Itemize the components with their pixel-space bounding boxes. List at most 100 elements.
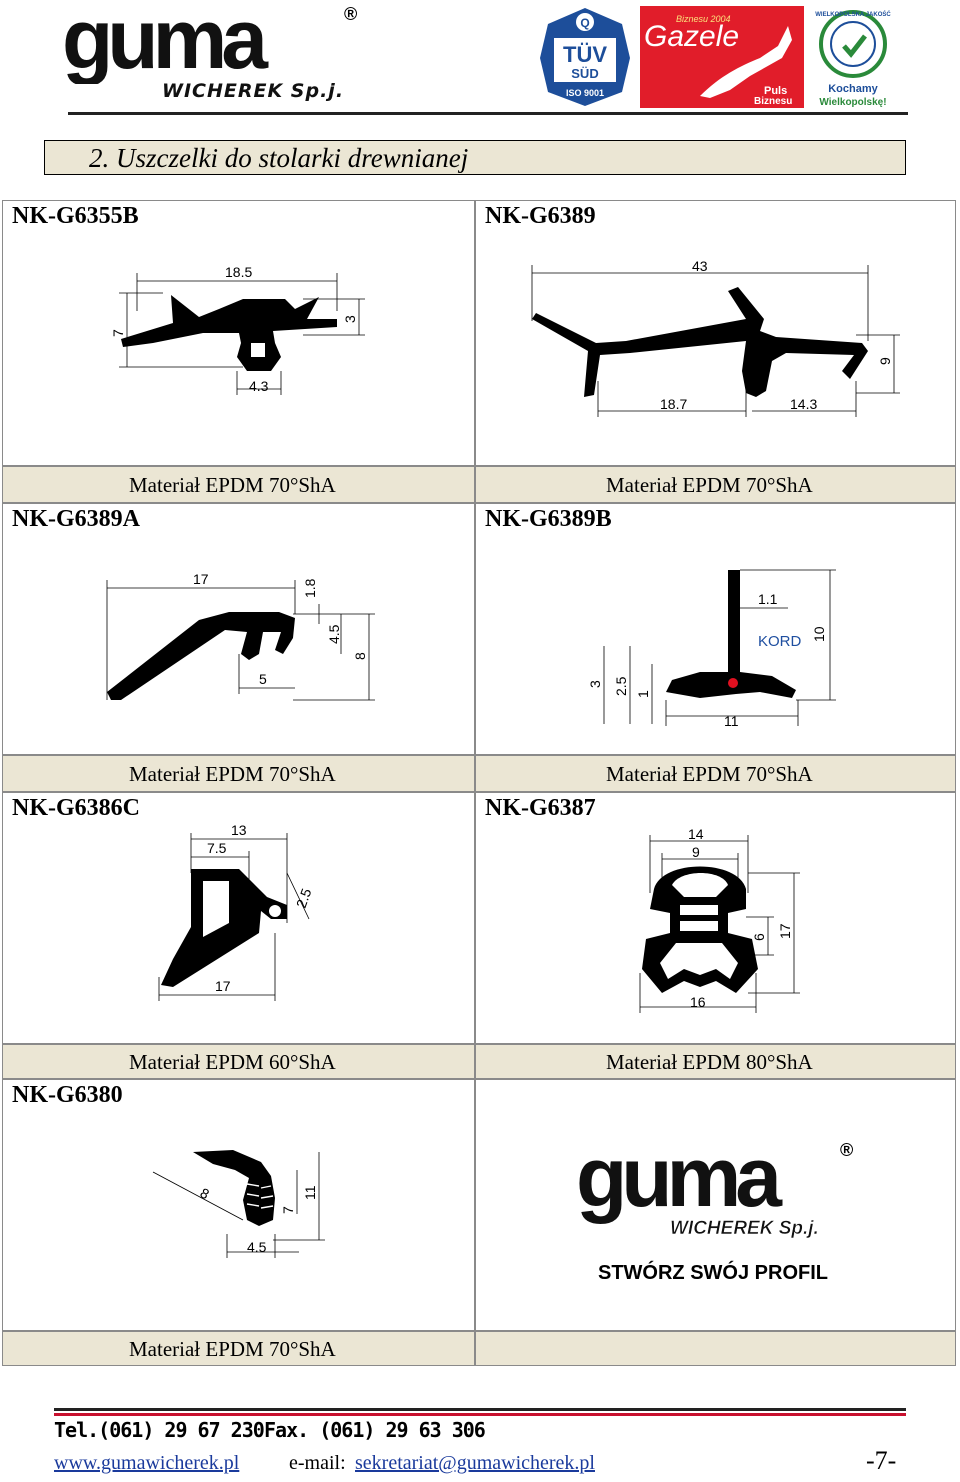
profile-drawing-g6389a: 17 1.8 4.5 8 5 (106, 571, 375, 701)
material-text: Materiał EPDM 80°ShA (606, 1050, 813, 1074)
product-cell-g6389b: NK-G6389B 1.1 KORD 10 3 2.5 1 11 (475, 503, 956, 755)
dim-label: 14.3 (790, 396, 817, 412)
logo-subtitle: WICHEREK Sp.j. (162, 80, 345, 102)
wlkp-ring-text: WIELKOPOLSKA JAKOŚĆ (815, 10, 891, 18)
dim-label: 17 (777, 923, 793, 939)
product-cell-g6389a: NK-G6389A 17 1.8 4.5 8 5 (2, 503, 475, 755)
profile-drawing-g6389: 43 18.7 14.3 9 (531, 258, 900, 417)
dim-label: 7 (110, 329, 126, 337)
product-code: NK-G6389B (485, 506, 612, 532)
section-title: 2. Uszczelki do stolarki drewnianej (89, 143, 469, 173)
material-bar: Materiał EPDM 80°ShA (475, 1044, 956, 1079)
website-link[interactable]: www.gumawicherek.pl (54, 1452, 240, 1474)
product-code: NK-G6386C (12, 795, 140, 821)
profile-shape (532, 287, 868, 397)
wlkp-line1: Kochamy (828, 83, 878, 95)
section-title-bar: 2. Uszczelki do stolarki drewnianej (44, 140, 906, 175)
profile-drawing-g6389b: 1.1 KORD 10 3 2.5 1 11 (587, 569, 836, 729)
gazele-year: Biznesu 2004 (676, 14, 731, 24)
product-cell-g6355b: NK-G6355B 18.5 7 3 4.3 (2, 200, 475, 466)
promo-slogan: STWÓRZ SWÓJ PROFIL (598, 1262, 828, 1284)
promo-logo: guma ® WICHEREK Sp.j. (576, 1130, 853, 1239)
dim-label: 4.5 (247, 1239, 267, 1255)
material-bar: Materiał EPDM 70°ShA (2, 466, 475, 503)
material-bar: Materiał EPDM 60°ShA (2, 1044, 475, 1079)
email-link[interactable]: sekretariat@gumawicherek.pl (355, 1452, 595, 1474)
dim-label: 4.5 (326, 624, 342, 644)
tuv-cert: ISO 9001 (566, 88, 604, 98)
material-text: Materiał EPDM 60°ShA (129, 1050, 336, 1074)
dim-label: 16 (690, 994, 706, 1010)
registered-mark: ® (344, 4, 358, 24)
kord-core-icon (728, 678, 738, 688)
profile-shape (107, 612, 295, 700)
dim-label: 18.5 (225, 264, 252, 280)
footer-divider-accent (54, 1413, 906, 1416)
dim-label: 4.3 (249, 378, 269, 394)
dim-label: 18.7 (660, 396, 687, 412)
page-header: guma ® WICHEREK Sp.j. Q TÜV SÜD ISO 9001… (0, 0, 960, 118)
dim-label: 17 (215, 978, 231, 994)
dim-label: 13 (231, 822, 247, 838)
material-text: Materiał EPDM 70°ShA (606, 762, 813, 786)
profile-drawing-g6355b: 18.5 7 3 4.3 (110, 264, 365, 395)
tuv-brand: TÜV (563, 42, 607, 67)
dim-label: 8 (198, 1185, 213, 1203)
email-label: e-mail: (289, 1452, 346, 1474)
profile-shape (193, 1150, 275, 1226)
product-code: NK-G6389 (485, 203, 596, 229)
profile-shape (666, 570, 796, 698)
profile-drawing-g6387: 14 9 6 17 16 (639, 826, 800, 1013)
page-number: -7- (866, 1446, 897, 1475)
dim-label: 6 (751, 933, 767, 941)
dim-label: 1.1 (758, 591, 778, 607)
footer-fax: Fax. (061) 29 63 306 (264, 1418, 486, 1442)
wlkp-line2: Wielkopolskę! (819, 97, 886, 108)
profile-shape (161, 869, 287, 987)
material-bar: Materiał EPDM 70°ShA (2, 755, 475, 792)
dim-label: 1 (635, 690, 651, 698)
product-cell-g6387: NK-G6387 14 9 6 17 16 (475, 792, 956, 1044)
dim-label: 7.5 (207, 840, 227, 856)
profile-drawing-g6380: 8 7 11 4.5 (152, 1150, 325, 1258)
material-text: Materiał EPDM 70°ShA (129, 762, 336, 786)
material-text: Materiał EPDM 70°ShA (606, 473, 813, 497)
dim-label: 11 (302, 1185, 318, 1200)
registered-mark: ® (840, 1140, 853, 1160)
dim-label: 7 (280, 1206, 296, 1214)
dim-label: 17 (193, 571, 209, 587)
material-bar-empty (475, 1331, 956, 1366)
tuv-sub: SÜD (571, 66, 598, 81)
material-text: Materiał EPDM 70°ShA (129, 1337, 336, 1361)
profile-drawing-g6386c: 13 7.5 2.5 17 (158, 822, 315, 1001)
product-code: NK-G6380 (12, 1082, 123, 1108)
gazele-puls: Puls (764, 85, 787, 97)
promo-wordmark: guma (576, 1130, 783, 1224)
dim-label: 2.5 (613, 676, 629, 696)
gazele-title: Gazele (644, 20, 739, 53)
product-cell-g6386c: NK-G6386C 13 7.5 2.5 17 (2, 792, 475, 1044)
guma-logo: guma ® WICHEREK Sp.j. (62, 0, 362, 108)
gazelle-icon (700, 26, 792, 98)
profile-shape (121, 295, 337, 371)
dim-label: 10 (811, 626, 827, 642)
material-bar: Materiał EPDM 70°ShA (475, 755, 956, 792)
dim-label: 9 (692, 844, 700, 860)
product-cell-g6389: NK-G6389 43 18.7 14.3 9 (475, 200, 956, 466)
promo-subtitle: WICHEREK Sp.j. (670, 1218, 819, 1239)
tuv-badge: Q TÜV SÜD ISO 9001 (538, 6, 632, 108)
dim-label: 3 (342, 315, 358, 323)
dim-label: 8 (352, 652, 368, 660)
product-code: NK-G6355B (12, 203, 139, 229)
gazele-biznesu-badge: Biznesu 2004 Gazele Puls Biznesu (640, 6, 804, 108)
product-code: NK-G6387 (485, 795, 596, 821)
kord-label: KORD (758, 633, 802, 650)
dim-label: 14 (688, 826, 704, 842)
dim-label: 1.8 (302, 578, 318, 598)
product-code: NK-G6389A (12, 506, 140, 532)
gazele-biznesu: Biznesu (754, 96, 792, 107)
footer-divider (54, 1408, 906, 1411)
footer-phone: Tel.(061) 29 67 230 (54, 1418, 265, 1442)
dim-label: 3 (587, 680, 603, 688)
wielkopolska-jakosc-badge: WIELKOPOLSKA JAKOŚĆ Kochamy Wielkopolskę… (814, 6, 892, 108)
